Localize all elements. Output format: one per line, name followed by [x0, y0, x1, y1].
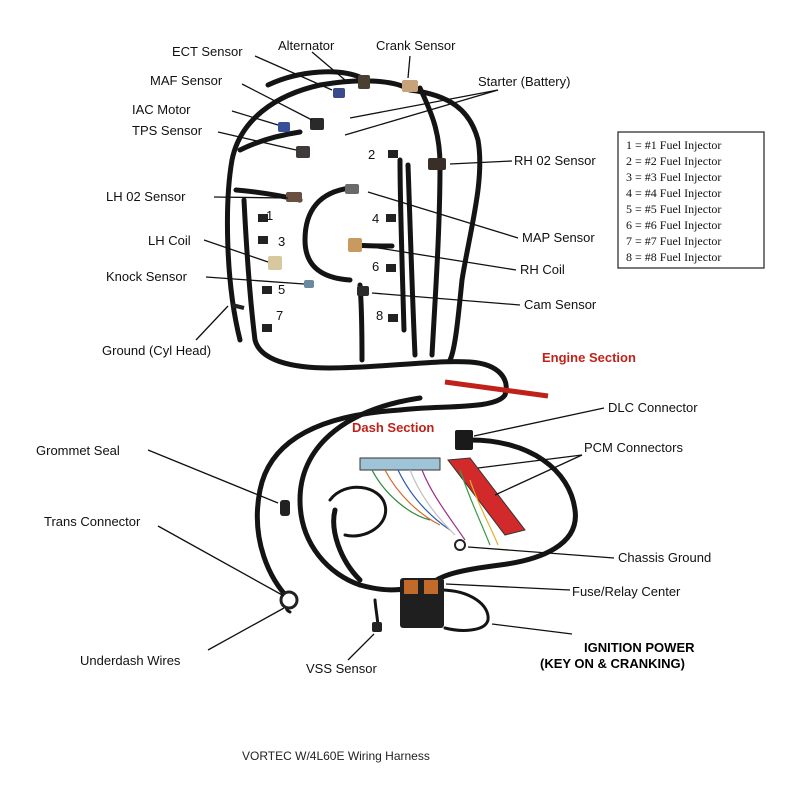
ground-lug [231, 303, 245, 310]
chassis-ground-ring [454, 539, 466, 551]
injector-7-connector [262, 324, 272, 332]
injector-numbers: 1 2 3 4 5 6 7 8 [266, 147, 383, 323]
injector-3-connector [258, 236, 268, 244]
lh-coil-connector [268, 256, 282, 270]
injector-5-connector [262, 286, 272, 294]
cam-connector [357, 286, 369, 296]
iac-connector [278, 122, 290, 132]
injector-2-connector [388, 150, 398, 158]
injector-number-5: 5 [278, 282, 285, 297]
label-underdash-wires: Underdash Wires [80, 653, 181, 668]
pcm-connector-blue [359, 457, 441, 471]
injector-number-1: 1 [266, 208, 273, 223]
trans-connector-body [279, 590, 299, 610]
injector-1-connector [258, 214, 268, 222]
legend-item-7: 7 = #7 Fuel Injector [626, 234, 721, 248]
label-cam-sensor: Cam Sensor [524, 297, 597, 312]
legend-item-6: 6 = #6 Fuel Injector [626, 218, 721, 232]
knock-connector [304, 280, 314, 288]
label-rh-o2-sensor: RH 02 Sensor [514, 153, 596, 168]
label-ignition-key: (KEY ON & CRANKING) [540, 656, 685, 671]
label-ect-sensor: ECT Sensor [172, 44, 243, 59]
lh-o2-connector [286, 192, 302, 202]
maf-connector [310, 118, 324, 130]
legend-box [617, 131, 765, 269]
section-divider [444, 379, 549, 399]
label-tps-sensor: TPS Sensor [132, 123, 203, 138]
label-iac-motor: IAC Motor [132, 102, 191, 117]
label-ignition-power: IGNITION POWER [584, 640, 695, 655]
connectors [231, 75, 526, 632]
injector-number-3: 3 [278, 234, 285, 249]
label-dlc-connector: DLC Connector [608, 400, 698, 415]
label-ground-cyl-head: Ground (Cyl Head) [102, 343, 211, 358]
label-grommet-seal: Grommet Seal [36, 443, 120, 458]
label-fuse-relay: Fuse/Relay Center [572, 584, 681, 599]
injector-8-connector [388, 314, 398, 322]
rh-coil-connector [348, 238, 362, 252]
rh-o2-connector [428, 158, 446, 170]
label-lh-coil: LH Coil [148, 233, 191, 248]
injector-4-connector [386, 214, 396, 222]
label-trans-connector: Trans Connector [44, 514, 141, 529]
legend-item-8: 8 = #8 Fuel Injector [626, 250, 721, 264]
dash-section-label: Dash Section [352, 420, 434, 435]
diagram-caption: VORTEC W/4L60E Wiring Harness [242, 749, 430, 763]
label-starter: Starter (Battery) [478, 74, 570, 89]
relay-1 [404, 580, 418, 594]
legend-item-1: 1 = #1 Fuel Injector [626, 138, 721, 152]
label-rh-coil: RH Coil [520, 262, 565, 277]
injector-number-2: 2 [368, 147, 375, 162]
map-connector [345, 184, 359, 194]
label-vss-sensor: VSS Sensor [306, 661, 377, 676]
injector-number-6: 6 [372, 259, 379, 274]
grommet-body [280, 500, 290, 516]
label-crank-sensor: Crank Sensor [376, 38, 456, 53]
injector-number-4: 4 [372, 211, 379, 226]
label-alternator: Alternator [278, 38, 335, 53]
label-chassis-ground: Chassis Ground [618, 550, 711, 565]
relay-2 [424, 580, 438, 594]
crank-connector [402, 80, 418, 92]
label-maf-sensor: MAF Sensor [150, 73, 223, 88]
pcm-connector-red [447, 457, 526, 536]
injector-6-connector [386, 264, 396, 272]
label-map-sensor: MAP Sensor [522, 230, 595, 245]
vss-connector [372, 622, 382, 632]
label-knock-sensor: Knock Sensor [106, 269, 188, 284]
ect-connector [333, 88, 345, 98]
dlc-connector-body [455, 430, 473, 450]
injector-number-8: 8 [376, 308, 383, 323]
legend-item-3: 3 = #3 Fuel Injector [626, 170, 721, 184]
legend-item-5: 5 = #5 Fuel Injector [626, 202, 721, 216]
leader-lines [147, 51, 615, 661]
injector-number-7: 7 [276, 308, 283, 323]
alternator-connector [358, 75, 370, 89]
engine-section-label: Engine Section [542, 350, 636, 365]
label-lh-o2-sensor: LH 02 Sensor [106, 189, 186, 204]
label-pcm-connectors: PCM Connectors [584, 440, 683, 455]
legend-item-2: 2 = #2 Fuel Injector [626, 154, 721, 168]
legend-item-4: 4 = #4 Fuel Injector [626, 186, 721, 200]
injector-legend: 1 = #1 Fuel Injector 2 = #2 Fuel Injecto… [617, 131, 765, 269]
component-labels: Alternator Crank Sensor ECT Sensor MAF S… [36, 38, 711, 676]
tps-connector [296, 146, 310, 158]
